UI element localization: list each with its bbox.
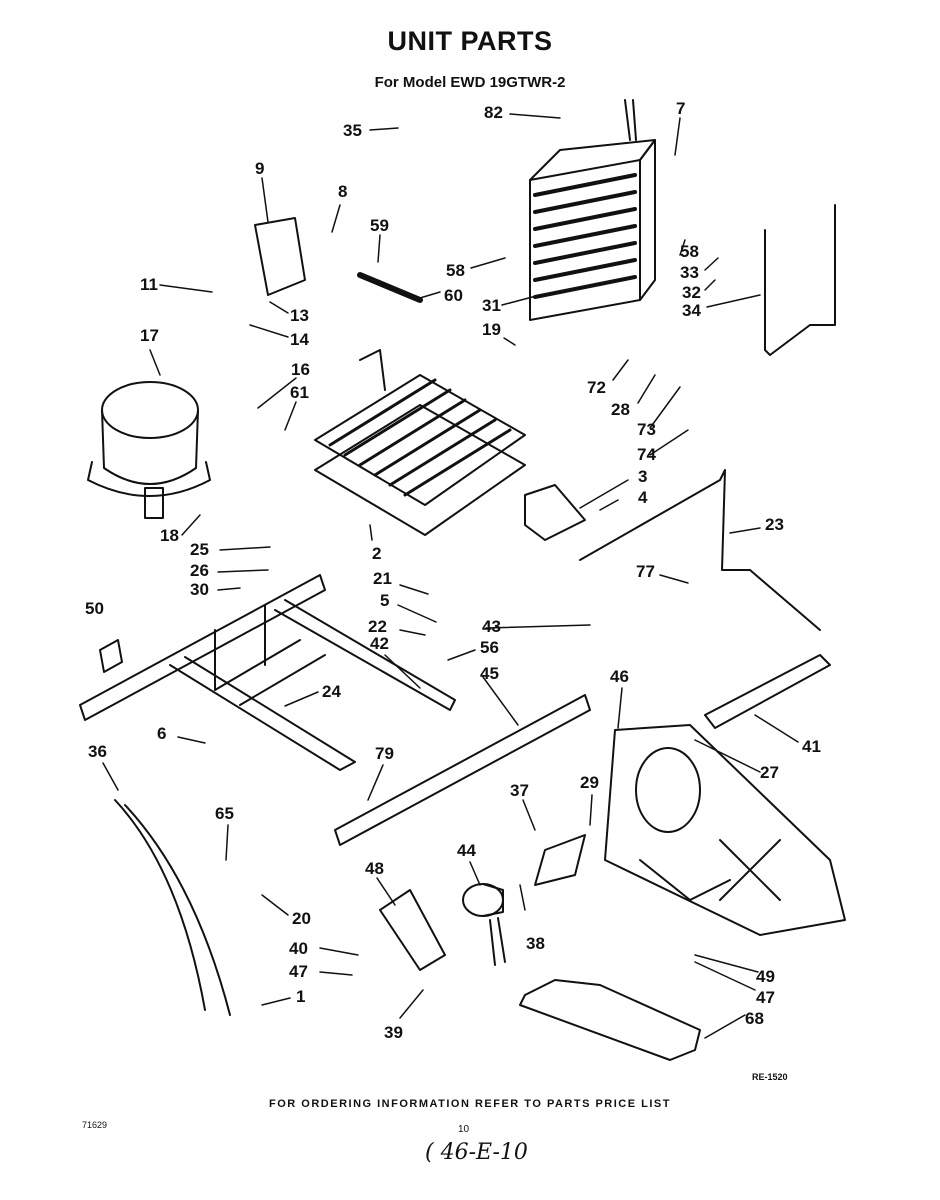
page-number: 10	[458, 1124, 470, 1135]
callout-58b: 58	[680, 242, 699, 261]
callout-82: 82	[484, 103, 503, 122]
relay-drawing	[254, 217, 306, 296]
callout-33: 33	[680, 263, 699, 282]
callout-79: 79	[375, 744, 394, 763]
print-code: 71629	[82, 1120, 108, 1130]
callout-6: 6	[157, 724, 167, 743]
callout-3: 3	[638, 467, 648, 486]
callout-41: 41	[802, 737, 821, 756]
thermostat-housing-drawing	[524, 484, 586, 541]
callout-17: 17	[140, 326, 159, 345]
callout-36: 36	[88, 742, 107, 761]
callout-27: 27	[760, 763, 779, 782]
callout-31: 31	[482, 296, 501, 315]
condenser-coil-drawing	[314, 349, 526, 536]
callout-20: 20	[292, 909, 311, 928]
handwritten-note: ( 46-E-10	[425, 1140, 528, 1165]
callout-72: 72	[587, 378, 606, 397]
compressor-drawing	[87, 381, 211, 519]
callout-50: 50	[85, 599, 104, 618]
callout-5: 5	[380, 591, 390, 610]
callout-7: 7	[676, 99, 686, 118]
base-frame-drawing	[79, 574, 456, 771]
callout-22: 22	[368, 617, 387, 636]
callout-18: 18	[160, 526, 179, 545]
callout-25: 25	[190, 540, 209, 559]
callout-47: 47	[289, 962, 308, 981]
callout-46: 46	[610, 667, 629, 686]
callout-29: 29	[580, 773, 599, 792]
callout-35: 35	[343, 121, 362, 140]
callout-47b: 47	[756, 988, 775, 1007]
callout-21: 21	[373, 569, 392, 588]
callout-37: 37	[510, 781, 529, 800]
motor-bracket-drawing	[379, 889, 446, 971]
power-cord-drawing	[114, 799, 231, 1016]
callout-24: 24	[322, 682, 341, 701]
callout-23: 23	[765, 515, 784, 534]
evaporator-coil-drawing	[529, 99, 656, 321]
callout-8: 8	[338, 182, 348, 201]
callout-26: 26	[190, 561, 209, 580]
callout-68: 68	[745, 1009, 764, 1028]
callout-30: 30	[190, 580, 209, 599]
callout-9: 9	[255, 159, 265, 178]
callout-61: 61	[290, 383, 309, 402]
callout-56: 56	[480, 638, 499, 657]
callout-59: 59	[370, 216, 389, 235]
page-title: UNIT PARTS	[387, 26, 553, 56]
callout-38: 38	[526, 934, 545, 953]
fan-shroud-drawing	[604, 724, 846, 936]
model-subtitle: For Model EWD 19GTWR-2	[374, 74, 566, 91]
callout-43: 43	[482, 617, 501, 636]
callout-73: 73	[637, 420, 656, 439]
ordering-note: FOR ORDERING INFORMATION REFER TO PARTS …	[269, 1098, 671, 1110]
callout-19: 19	[482, 320, 501, 339]
fan-blade-drawing	[534, 834, 586, 886]
callout-65: 65	[215, 804, 234, 823]
callout-1: 1	[296, 987, 306, 1006]
callout-13: 13	[290, 306, 309, 325]
callout-34: 34	[682, 301, 701, 320]
drier-drawing	[357, 272, 423, 303]
fan-motor-drawing	[462, 883, 506, 966]
callout-4: 4	[638, 488, 648, 507]
callout-16: 16	[291, 360, 310, 379]
callout-48: 48	[365, 859, 384, 878]
callout-45: 45	[480, 664, 499, 683]
callout-11: 11	[140, 275, 158, 294]
callout-2: 2	[372, 544, 382, 563]
callout-49: 49	[756, 967, 775, 986]
callout-60: 60	[444, 286, 463, 305]
leader-lines	[102, 113, 799, 1039]
callout-28: 28	[611, 400, 630, 419]
heat-exchanger-drawing	[764, 204, 836, 356]
drain-pan-drawing	[519, 979, 701, 1061]
callout-44: 44	[457, 841, 476, 860]
callout-58: 58	[446, 261, 465, 280]
callout-74: 74	[637, 445, 656, 464]
callout-77: 77	[636, 562, 655, 581]
drain-trough-drawing	[704, 654, 831, 729]
callout-42: 42	[370, 634, 389, 653]
defrost-wire-drawing	[579, 469, 821, 631]
callout-40: 40	[289, 939, 308, 958]
callout-32: 32	[682, 283, 701, 302]
reference-code: RE-1520	[752, 1072, 788, 1082]
callout-14: 14	[290, 330, 309, 349]
rail-drawing	[334, 694, 591, 846]
callout-39: 39	[384, 1023, 403, 1042]
